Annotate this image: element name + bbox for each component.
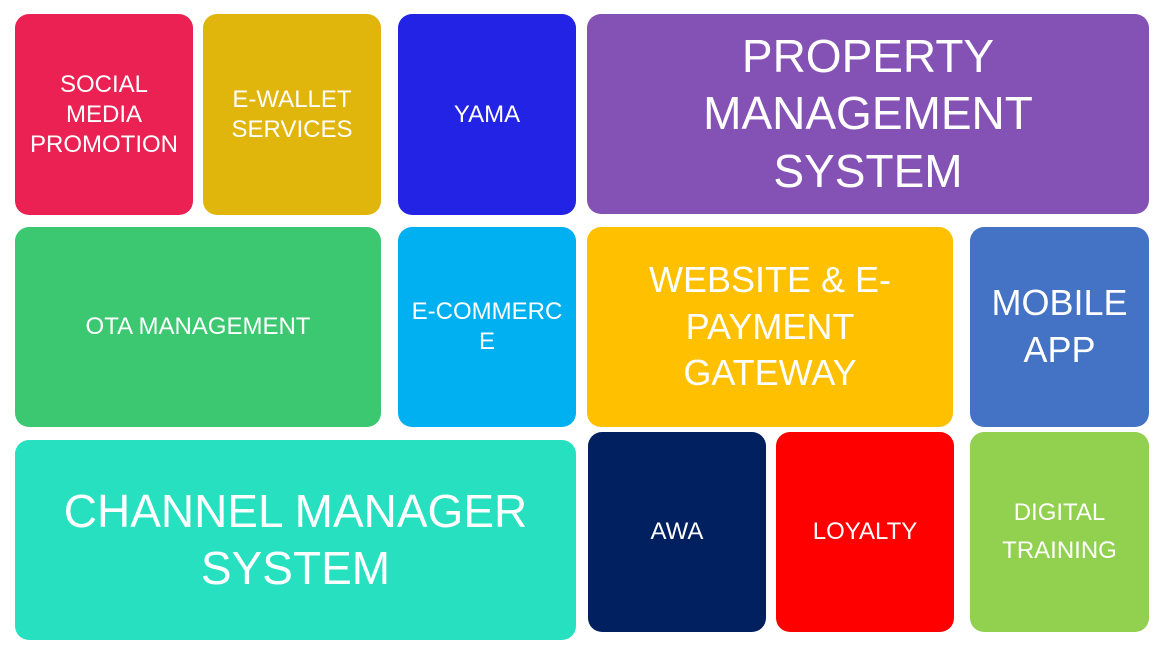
tile-ota-management: OTA MANAGEMENT (15, 227, 381, 427)
tile-label: YAMA (453, 100, 521, 128)
tile-loyalty: LOYALTY (776, 432, 954, 632)
tile-mobile-app: MOBILE APP (970, 227, 1149, 427)
tile-label: PROPERTY MANAGEMENT SYSTEM (703, 29, 1033, 197)
tile-label: E-WALLET SERVICES (231, 85, 353, 143)
tile-label: SOCIAL MEDIA PROMOTION (30, 70, 178, 158)
tile-website-e-payment-gateway: WEBSITE & E-PAYMENT GATEWAY (587, 227, 953, 427)
tile-awa: AWA (588, 432, 766, 632)
tile-label: CHANNEL MANAGER SYSTEM (63, 484, 528, 595)
tile-digital-training: DIGITAL TRAINING (970, 432, 1149, 632)
tile-label: OTA MANAGEMENT (85, 313, 311, 340)
tile-label: WEBSITE & E-PAYMENT GATEWAY (648, 258, 892, 394)
tile-e-commerce: E-COMMERCE (398, 227, 576, 427)
tile-yama: YAMA (398, 14, 576, 215)
tile-label: DIGITAL TRAINING (1002, 498, 1117, 564)
tile-channel-manager-system: CHANNEL MANAGER SYSTEM (15, 440, 576, 640)
tile-property-management-system: PROPERTY MANAGEMENT SYSTEM (587, 14, 1149, 214)
tile-label: AWA (650, 518, 704, 545)
tile-label: LOYALTY (812, 518, 918, 545)
tile-label: MOBILE APP (991, 282, 1128, 370)
tile-social-media-promotion: SOCIAL MEDIA PROMOTION (15, 14, 193, 215)
tile-e-wallet-services: E-WALLET SERVICES (203, 14, 381, 215)
tile-label: E-COMMERCE (411, 298, 563, 355)
